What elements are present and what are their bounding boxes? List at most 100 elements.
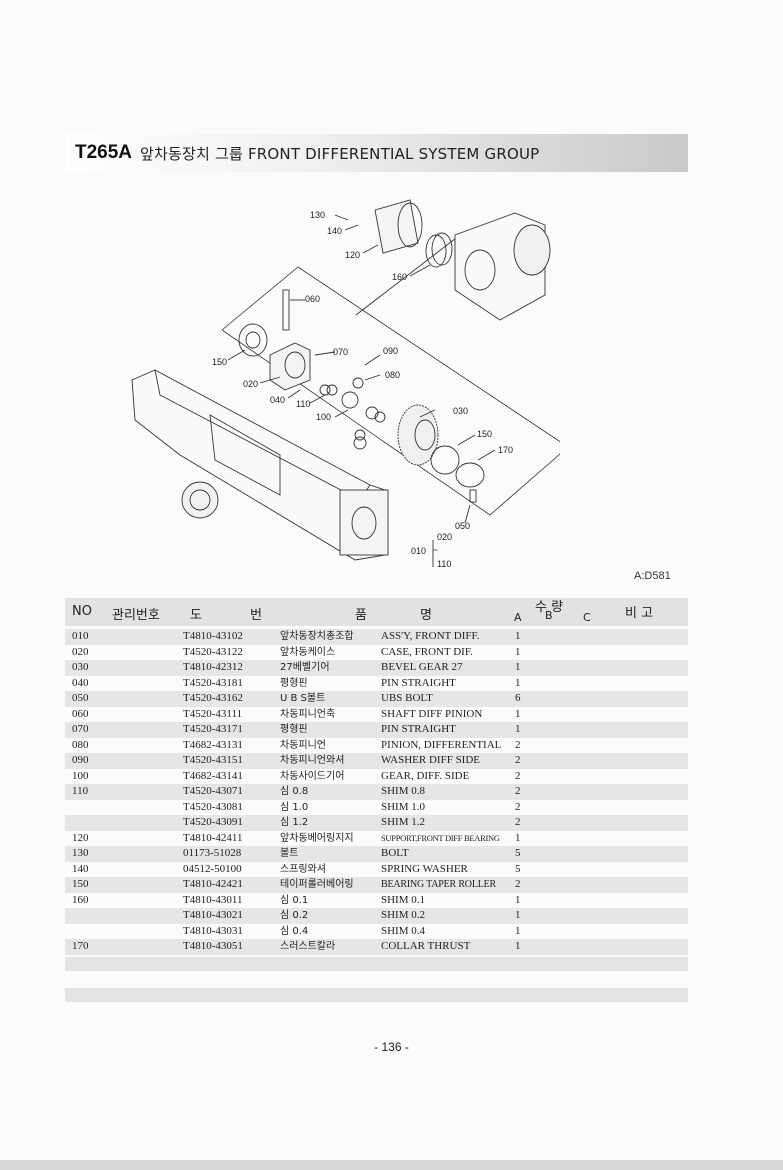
cell-description: SHIM 0.2 [381, 909, 426, 921]
title-bar: T265A 앞차동장치 그룹 FRONT DIFFERENTIAL SYSTEM… [65, 134, 688, 172]
table-row: T4810-43031 심 0.4 SHIM 0.4 1 [65, 924, 688, 940]
cell-korean-name: 앞차동장치총조합 [280, 631, 354, 642]
header-qty-b: B [545, 609, 553, 622]
callout-070: 070 [333, 347, 348, 357]
cell-qty-a: 1 [515, 645, 521, 658]
cell-part-number: T4682-43131 [183, 738, 243, 751]
cell-no: 170 [72, 940, 89, 952]
callout-tilde: ~ [433, 545, 438, 555]
cell-part-number: 04512-50100 [183, 862, 242, 875]
callout-050: 050 [455, 521, 470, 531]
cell-qty-a: 2 [515, 738, 521, 751]
callout-040: 040 [270, 395, 285, 405]
cell-korean-name: 차동사이드기어 [280, 770, 345, 782]
cell-description: SHIM 0.8 [381, 785, 426, 797]
cell-part-number: T4520-43091 [183, 816, 243, 828]
cell-qty-a: 2 [515, 800, 521, 813]
cell-korean-name: 앞차동케이스 [280, 646, 336, 658]
cell-part-number: T4520-43071 [183, 785, 243, 797]
cell-qty-a: 1 [515, 630, 521, 642]
cell-korean-name: U B S볼트 [280, 693, 326, 704]
header-no: NO [72, 604, 92, 619]
cell-no: 160 [72, 893, 89, 906]
cell-no: 140 [72, 862, 89, 875]
cell-part-number: T4520-43171 [183, 723, 243, 735]
cell-part-number: T4520-43111 [183, 707, 243, 720]
cell-korean-name: 스러스트칼라 [280, 941, 336, 952]
cell-korean-name: 심 0.4 [280, 925, 309, 937]
cell-part-number: T4520-43081 [183, 800, 243, 813]
cell-korean-name: 앞차동베어링지지 [280, 832, 354, 844]
cell-qty-a: 1 [515, 893, 521, 906]
cell-part-number: T4810-43051 [183, 940, 243, 952]
cell-qty-a: 2 [515, 816, 521, 828]
cell-korean-name: 볼트 [280, 848, 299, 859]
cell-no: 080 [72, 738, 89, 751]
cell-description: ASS'Y, FRONT DIFF. [381, 630, 480, 642]
cell-no: 090 [72, 754, 89, 766]
page-number: - 136 - [374, 1040, 409, 1054]
cell-no: 020 [72, 645, 89, 658]
table-filler-band [65, 988, 688, 1002]
cell-description: COLLAR THRUST [381, 940, 471, 952]
callout-110: 110 [296, 399, 310, 409]
header-drawing-2: 번 [250, 608, 262, 623]
cell-no: 110 [72, 785, 89, 797]
cell-korean-name: 심 0.1 [280, 894, 309, 906]
header-name-2: 명 [420, 608, 432, 623]
callout-120: 120 [345, 250, 360, 260]
cell-description: UBS BOLT [381, 692, 433, 704]
callout-160: 160 [392, 272, 407, 282]
cell-description: BEARING TAPER ROLLER [381, 879, 497, 890]
cell-qty-a: 1 [515, 924, 521, 937]
cell-part-number: T4682-43141 [183, 769, 243, 782]
cell-korean-name: 평형핀 [280, 724, 308, 735]
callout-140: 140 [327, 226, 342, 236]
callout-090: 090 [383, 346, 398, 356]
callout-170: 170 [498, 445, 513, 455]
callout-020: 020 [243, 379, 258, 389]
header-drawing-1: 도 [190, 608, 202, 623]
cell-qty-a: 1 [515, 661, 521, 673]
cell-korean-name: 평형핀 [280, 677, 308, 689]
callout-080: 080 [385, 370, 400, 380]
cell-korean-name: 심 1.0 [280, 801, 309, 813]
cell-korean-name: 차동피니언 [280, 739, 326, 751]
cell-no: 050 [72, 692, 89, 704]
cell-korean-name: 테이퍼롤러베어링 [280, 879, 354, 890]
cell-qty-a: 2 [515, 754, 521, 766]
cell-part-number: T4810-43031 [183, 924, 243, 937]
table-row: 060 T4520-43111 차동피니언축 SHAFT DIFF PINION 1 [65, 707, 688, 723]
cell-description: PINION, DIFFERENTIAL [381, 738, 502, 751]
cell-qty-a: 2 [515, 785, 521, 797]
cell-korean-name: 차동피니언축 [280, 708, 336, 720]
cell-part-number: T4810-42312 [183, 661, 243, 673]
callout-020-sub: 020 [437, 532, 452, 542]
cell-no: 010 [72, 630, 89, 642]
callout-150-right: 150 [477, 429, 492, 439]
diagram-callouts: 130 140 120 160 060 150 070 090 020 080 … [212, 210, 513, 569]
cell-qty-a: 5 [515, 862, 521, 875]
cell-korean-name: 27베벨기어 [280, 662, 330, 673]
cell-description: BEVEL GEAR 27 [381, 661, 463, 673]
header-remarks: 비 고 [625, 606, 654, 621]
cell-qty-a: 6 [515, 692, 521, 704]
cell-description: SHIM 0.4 [381, 924, 426, 937]
header-name-1: 품 [355, 608, 367, 623]
cell-no: 060 [72, 707, 89, 720]
cell-part-number: 01173-51028 [183, 847, 242, 859]
cell-description: PIN STRAIGHT [381, 676, 456, 689]
cell-description: SHAFT DIFF PINION [381, 707, 483, 720]
cell-qty-a: 1 [515, 707, 521, 720]
